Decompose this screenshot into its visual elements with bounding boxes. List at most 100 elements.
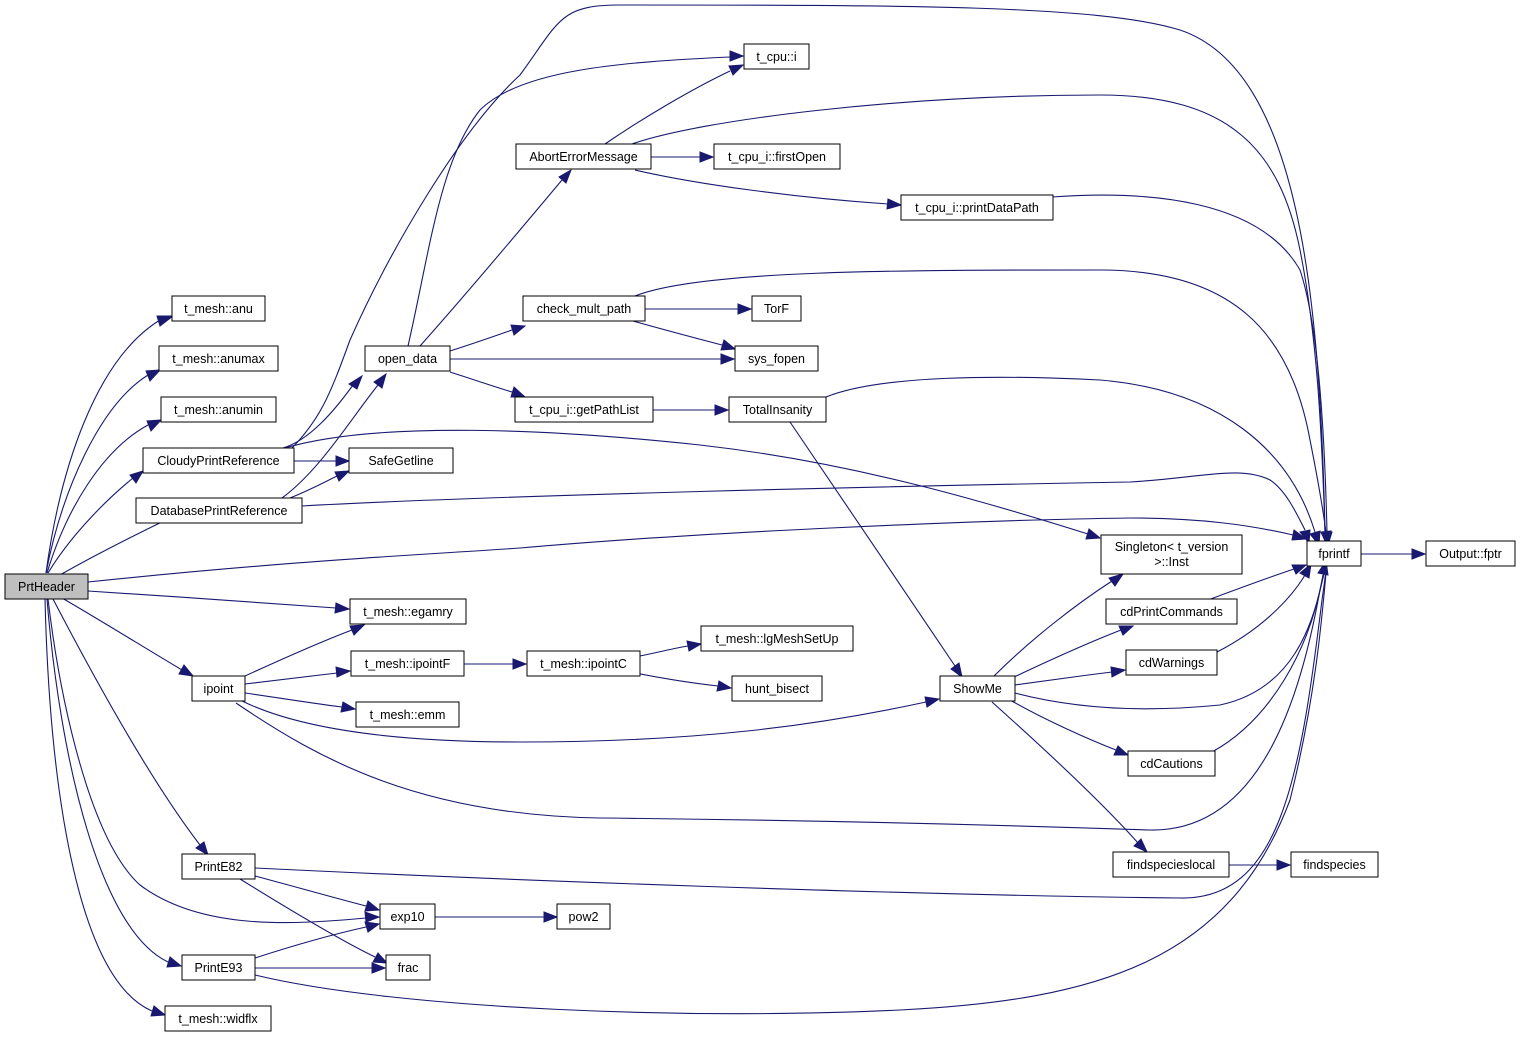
node-check-mult-path[interactable]: check_mult_path <box>522 295 646 322</box>
node-printe93[interactable]: PrintE93 <box>181 954 256 981</box>
edge-cdprintcommands-fprintf <box>1207 564 1308 601</box>
edge-fprintf-fptr <box>1361 548 1427 560</box>
svg-text:pow2: pow2 <box>569 910 599 924</box>
edge-prtheader-widflx <box>44 598 167 1017</box>
edge-prtheader-anu <box>45 315 175 574</box>
svg-text:open_data: open_data <box>378 352 437 366</box>
edge-printe93-frac <box>254 962 387 974</box>
svg-text:fprintf: fprintf <box>1318 547 1350 561</box>
edge-cdwarnings-fprintf <box>1216 562 1312 653</box>
edge-cdcautions-fprintf <box>1211 559 1329 753</box>
svg-text:hunt_bisect: hunt_bisect <box>745 682 809 696</box>
edge-ipoint-showme <box>239 696 941 743</box>
edge-prtheader-ipoint <box>61 597 195 677</box>
nodes: PrtHeader t_mesh::anu t_mesh::anumax t_m… <box>4 43 1516 1032</box>
svg-text:t_cpu_i::getPathList: t_cpu_i::getPathList <box>529 403 639 417</box>
edge-prtheader-exp10 <box>47 598 381 924</box>
svg-text:cdPrintCommands: cdPrintCommands <box>1120 605 1223 619</box>
svg-text:t_mesh::widflx: t_mesh::widflx <box>178 1012 258 1026</box>
edge-printe93-exp10 <box>254 921 381 959</box>
edge-ipointc-huntbisect <box>629 671 733 692</box>
svg-text:t_mesh::lgMeshSetUp: t_mesh::lgMeshSetUp <box>716 632 839 646</box>
node-findspecieslocal[interactable]: findspecieslocal <box>1112 851 1230 878</box>
node-sys-fopen[interactable]: sys_fopen <box>734 345 819 372</box>
node-exp10[interactable]: exp10 <box>379 903 436 930</box>
node-ipoint[interactable]: ipoint <box>191 675 246 702</box>
node-t-cpu-i[interactable]: t_cpu::i <box>743 43 810 70</box>
svg-text:t_mesh::egamry: t_mesh::egamry <box>363 605 453 619</box>
svg-text:findspecies: findspecies <box>1303 858 1366 872</box>
node-cdcautions[interactable]: cdCautions <box>1127 750 1216 777</box>
edge-prtheader-egamry <box>87 590 351 614</box>
node-t-mesh-emm[interactable]: t_mesh::emm <box>355 701 460 728</box>
svg-text:cdCautions: cdCautions <box>1140 757 1203 771</box>
edge-printdatapath-fprintf <box>1051 194 1333 547</box>
node-cloudyprintreference[interactable]: CloudyPrintReference <box>142 447 295 474</box>
edge-opendata-aborterrormessage <box>419 168 572 347</box>
edge-opendata-sysfopen <box>450 353 736 365</box>
node-showme[interactable]: ShowMe <box>939 675 1016 702</box>
svg-text:PrintE93: PrintE93 <box>195 961 243 975</box>
svg-text:cdWarnings: cdWarnings <box>1139 656 1205 670</box>
node-open-data[interactable]: open_data <box>364 345 451 372</box>
edge-databaseprintreference-safegetline <box>289 470 351 499</box>
edge-aborterrormessage-printdatapath <box>634 169 903 210</box>
svg-text:t_mesh::anumin: t_mesh::anumin <box>174 403 263 417</box>
edge-aborterrormessage-firstopen <box>651 151 715 163</box>
edge-cloudyprintreference-singleton <box>284 429 1102 540</box>
edges <box>44 4 1427 1017</box>
svg-text:findspecieslocal: findspecieslocal <box>1127 858 1215 872</box>
node-torf[interactable]: TorF <box>751 295 802 322</box>
edge-ipoint-ipointf <box>244 666 352 685</box>
node-t-cpu-i-getpathlist[interactable]: t_cpu_i::getPathList <box>514 396 654 423</box>
node-output-fptr[interactable]: Output::fptr <box>1425 540 1516 567</box>
node-safegetline[interactable]: SafeGetline <box>348 447 454 474</box>
node-t-mesh-widflx[interactable]: t_mesh::widflx <box>164 1005 272 1032</box>
node-t-mesh-lgmeshsetup[interactable]: t_mesh::lgMeshSetUp <box>700 625 854 652</box>
node-findspecies[interactable]: findspecies <box>1290 851 1379 878</box>
node-totalinsanity[interactable]: TotalInsanity <box>728 396 827 423</box>
node-t-mesh-ipointc[interactable]: t_mesh::ipointC <box>526 650 641 677</box>
edge-checkmultpath-torf <box>645 303 753 315</box>
node-t-cpu-i-printdatapath[interactable]: t_cpu_i::printDataPath <box>900 194 1054 221</box>
svg-text:t_mesh::ipointF: t_mesh::ipointF <box>365 657 451 671</box>
edge-getpathlist-totalinsanity <box>653 404 730 416</box>
node-t-cpu-i-firstopen[interactable]: t_cpu_i::firstOpen <box>713 143 841 170</box>
svg-text:t_cpu_i::printDataPath: t_cpu_i::printDataPath <box>915 201 1039 215</box>
edge-ipointf-ipointc <box>464 658 528 670</box>
node-fprintf[interactable]: fprintf <box>1306 540 1362 567</box>
edge-cloudyprintreference-opendata <box>282 374 363 449</box>
edge-checkmultpath-sysfopen <box>632 320 737 351</box>
edge-totalinsanity-fprintf <box>825 376 1321 547</box>
node-pow2[interactable]: pow2 <box>556 903 611 930</box>
edge-totalinsanity-showme <box>789 421 963 679</box>
node-cdwarnings[interactable]: cdWarnings <box>1125 649 1218 676</box>
edge-showme-singleton <box>992 573 1125 678</box>
node-cdprintcommands[interactable]: cdPrintCommands <box>1105 598 1238 625</box>
edge-ipoint-emm <box>244 692 357 713</box>
edge-opendata-tcpui <box>407 50 745 347</box>
node-aborterrormessage[interactable]: AbortErrorMessage <box>515 143 652 170</box>
svg-text:TorF: TorF <box>764 302 789 316</box>
svg-text:Singleton< t_version: Singleton< t_version <box>1115 540 1229 554</box>
edge-findspecieslocal-findspecies <box>1228 859 1292 871</box>
svg-text:t_cpu_i::firstOpen: t_cpu_i::firstOpen <box>728 150 826 164</box>
node-singleton-t-version-inst[interactable]: Singleton< t_version >::Inst <box>1100 534 1243 575</box>
edge-prtheader-anumax <box>45 369 162 574</box>
node-hunt-bisect[interactable]: hunt_bisect <box>731 675 823 702</box>
node-t-mesh-anu[interactable]: t_mesh::anu <box>171 295 266 322</box>
edge-prtheader-fprintf <box>87 517 1308 583</box>
node-frac[interactable]: frac <box>385 954 431 981</box>
node-printe82[interactable]: PrintE82 <box>181 853 256 880</box>
edge-showme-findspecieslocal <box>991 701 1149 854</box>
node-prtheader[interactable]: PrtHeader <box>4 573 89 600</box>
edge-databaseprintreference-fprintf <box>301 472 1311 545</box>
svg-text:ShowMe: ShowMe <box>953 682 1002 696</box>
node-databaseprintreference[interactable]: DatabasePrintReference <box>135 497 303 524</box>
node-t-mesh-anumin[interactable]: t_mesh::anumin <box>160 396 277 423</box>
svg-text:TotalInsanity: TotalInsanity <box>743 403 813 417</box>
node-t-mesh-ipointf[interactable]: t_mesh::ipointF <box>350 650 465 677</box>
node-t-mesh-egamry[interactable]: t_mesh::egamry <box>349 598 467 625</box>
svg-text:exp10: exp10 <box>390 910 424 924</box>
node-t-mesh-anumax[interactable]: t_mesh::anumax <box>158 345 279 372</box>
